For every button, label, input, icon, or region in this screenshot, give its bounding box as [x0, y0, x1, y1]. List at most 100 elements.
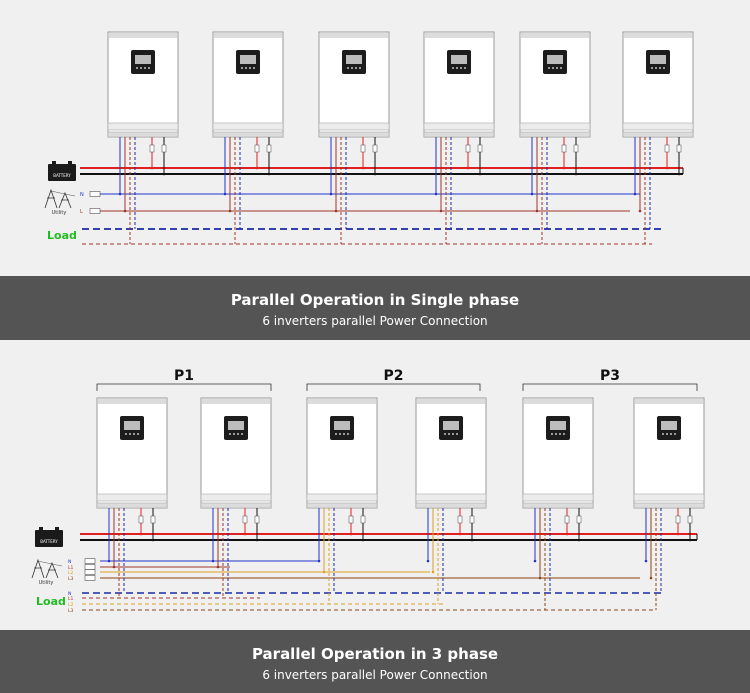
lcd-button — [548, 67, 550, 69]
junction-dot — [317, 559, 321, 563]
single-phase-title: Parallel Operation in Single phase — [230, 291, 520, 309]
lcd-screen — [547, 55, 563, 64]
group-label-p3: P3 — [600, 368, 620, 384]
fuse-icon — [676, 144, 682, 153]
fuse-icon — [465, 144, 471, 153]
group-label-p1: P1 — [174, 368, 194, 384]
lcd-button — [651, 67, 653, 69]
inverter-base — [318, 131, 390, 138]
load-line-label-n: N — [68, 591, 71, 597]
power-wire — [37, 560, 63, 567]
lcd-button — [464, 67, 466, 69]
battery-terminal — [39, 527, 43, 530]
junction-dot — [139, 532, 143, 536]
inverter-bottom-panel — [423, 122, 495, 131]
junction-dot — [162, 172, 166, 176]
load-line-label-l2: L2 — [68, 602, 74, 608]
lcd-button — [339, 433, 341, 435]
fuse-icon — [687, 515, 693, 524]
fuse-icon — [242, 515, 248, 524]
inverter-top-strip — [417, 399, 485, 404]
battery-terminal — [68, 161, 72, 164]
inverter-base — [96, 502, 168, 509]
fuse-icon — [664, 144, 670, 153]
inverter-bottom-panel — [633, 493, 705, 502]
lcd-button — [355, 67, 357, 69]
battery-label: BATTERY — [40, 539, 58, 544]
single-phase-banner: Parallel Operation in Single phase 6 inv… — [0, 276, 750, 340]
fuse-icon — [348, 515, 354, 524]
lcd-button — [233, 433, 235, 435]
lcd-screen — [124, 421, 140, 430]
lcd-button — [448, 433, 450, 435]
lcd-button — [229, 433, 231, 435]
group-label-p2: P2 — [383, 368, 403, 384]
inverter-base — [107, 131, 179, 138]
line-label-l1: L1 — [68, 565, 74, 571]
fuse-icon — [372, 144, 378, 153]
junction-dot — [535, 209, 539, 213]
junction-dot — [533, 559, 537, 563]
line-label-l2: L2 — [68, 570, 74, 576]
inverter-top-strip — [624, 33, 692, 38]
fuse-icon — [457, 515, 463, 524]
lcd-button — [670, 433, 672, 435]
junction-dot — [118, 192, 122, 196]
inverter-bottom-panel — [622, 122, 694, 131]
fuse-icon — [573, 144, 579, 153]
load-line-label-l1: L1 — [68, 596, 74, 602]
lcd-button — [343, 433, 345, 435]
lcd-screen — [451, 55, 467, 64]
battery-icon — [48, 164, 76, 181]
junction-dot — [322, 570, 326, 574]
lcd-button — [351, 67, 353, 69]
junction-dot — [538, 576, 542, 580]
inverter-top-strip — [320, 33, 388, 38]
inverter-base — [200, 502, 272, 509]
junction-dot — [361, 166, 365, 170]
breaker-icon — [84, 564, 96, 570]
power-wire — [50, 190, 76, 197]
junction-dot — [228, 209, 232, 213]
junction-dot — [676, 532, 680, 536]
junction-dot — [562, 166, 566, 170]
junction-dot — [574, 172, 578, 176]
inverter-body — [107, 31, 179, 138]
inverter-bottom-panel — [415, 493, 487, 502]
inverter-top-strip — [521, 33, 589, 38]
inverter-bottom-panel — [96, 493, 168, 502]
lcd-button — [655, 67, 657, 69]
utility-icon — [44, 188, 76, 209]
fuse-icon — [675, 515, 681, 524]
inverter-body — [96, 397, 168, 509]
junction-dot — [349, 532, 353, 536]
lcd-button — [148, 67, 150, 69]
junction-dot — [431, 570, 435, 574]
lcd-button — [552, 67, 554, 69]
inverter-bottom-panel — [212, 122, 284, 131]
inverter-top-strip — [635, 399, 703, 404]
inverter-top-strip — [214, 33, 282, 38]
breaker-icon — [89, 191, 101, 197]
fuse-icon — [254, 515, 260, 524]
inverter-base — [633, 502, 705, 509]
lcd-screen — [650, 55, 666, 64]
inverter-base — [306, 502, 378, 509]
group-bracket — [306, 383, 481, 391]
inverter-body — [423, 31, 495, 138]
group-bracket — [96, 383, 272, 391]
inverter-body — [415, 397, 487, 509]
junction-dot — [458, 532, 462, 536]
inverter-base — [622, 131, 694, 138]
junction-dot — [255, 538, 259, 542]
junction-dot — [478, 172, 482, 176]
three-phase-banner: Parallel Operation in 3 phase 6 inverter… — [0, 630, 750, 693]
battery-label: BATTERY — [53, 173, 71, 178]
inverter-top-strip — [425, 33, 493, 38]
inverter-top-strip — [109, 33, 177, 38]
inverter-bottom-panel — [522, 493, 594, 502]
lcd-screen — [346, 55, 362, 64]
junction-dot — [466, 166, 470, 170]
